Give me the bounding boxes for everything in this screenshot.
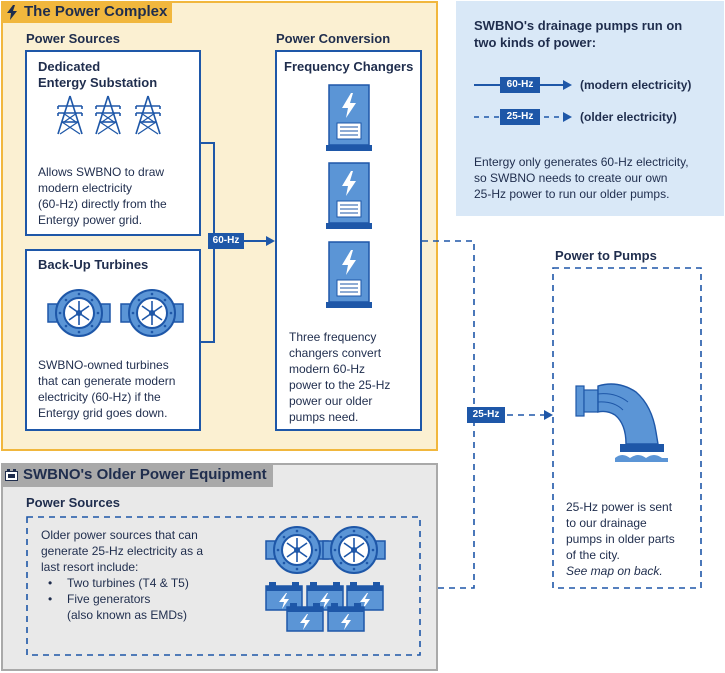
list-item: •Five generators [48, 592, 151, 606]
lightning-icon [7, 5, 17, 20]
backup-turbines-box: Back-Up Turbines SWBNO-owned turbines th… [25, 249, 201, 431]
turbine-icon [47, 289, 184, 337]
older-power-sources-heading: Power Sources [26, 495, 120, 510]
frequency-changers-title: Frequency Changers [284, 59, 414, 74]
older-equipment-tab: SWBNO's Older Power Equipment [1, 463, 273, 487]
frequency-changers-description: Three frequency changers convert modern … [289, 330, 391, 424]
turbines-title: Back-Up Turbines [38, 257, 149, 272]
legend-older-label: (older electricity) [580, 110, 677, 124]
pumps-description: 25-Hz power is sent to our drainage pump… [566, 499, 706, 579]
power-sources-heading: Power Sources [26, 31, 120, 46]
legend-title: SWBNO's drainage pumps run on two kinds … [474, 18, 683, 50]
legend-25hz-pill: 25-Hz [500, 109, 540, 125]
legend-60hz-pill: 60-Hz [500, 77, 540, 93]
arrow-to-pumps [544, 410, 553, 420]
power-complex-title: The Power Complex [24, 3, 168, 20]
substation-title-line2: Entergy Substation [38, 75, 158, 90]
list-item: •Two turbines (T4 & T5) [48, 576, 189, 590]
power-conversion-heading: Power Conversion [276, 31, 391, 46]
connector-60hz-label: 60-Hz [208, 233, 244, 249]
turbine-icon [265, 526, 386, 574]
legend-description: Entergy only generates 60-Hz electricity… [474, 155, 689, 201]
older-sources-box [26, 516, 421, 656]
older-equipment-title: SWBNO's Older Power Equipment [23, 466, 267, 483]
legend-panel: SWBNO's drainage pumps run on two kinds … [456, 1, 724, 216]
drainage-pump-icon [575, 383, 668, 462]
bullet-list: •Two turbines (T4 & T5) •Five generators… [41, 575, 241, 623]
frequency-changer-icon [325, 84, 373, 309]
legend-modern-label: (modern electricity) [580, 78, 692, 92]
battery-generator-icon [265, 581, 384, 632]
substation-box: Dedicated Entergy Substation Allows SWBN… [25, 50, 201, 236]
transmission-tower-icon [57, 95, 161, 135]
list-item-continued: (also known as EMDs) [67, 608, 188, 622]
older-sources-description: Older power sources that can generate 25… [41, 527, 241, 623]
turbines-description: SWBNO-owned turbines that can generate m… [38, 358, 176, 420]
substation-title-line1: Dedicated [38, 59, 101, 74]
power-to-pumps-heading: Power to Pumps [555, 248, 657, 263]
substation-description: Allows SWBNO to draw modern electricity … [38, 165, 167, 227]
map-note: See map on back. [566, 564, 663, 578]
power-complex-tab: The Power Complex [1, 1, 172, 23]
connector-25hz-label: 25-Hz [467, 407, 505, 423]
equipment-icon [5, 469, 18, 481]
power-to-pumps-box [552, 267, 702, 589]
